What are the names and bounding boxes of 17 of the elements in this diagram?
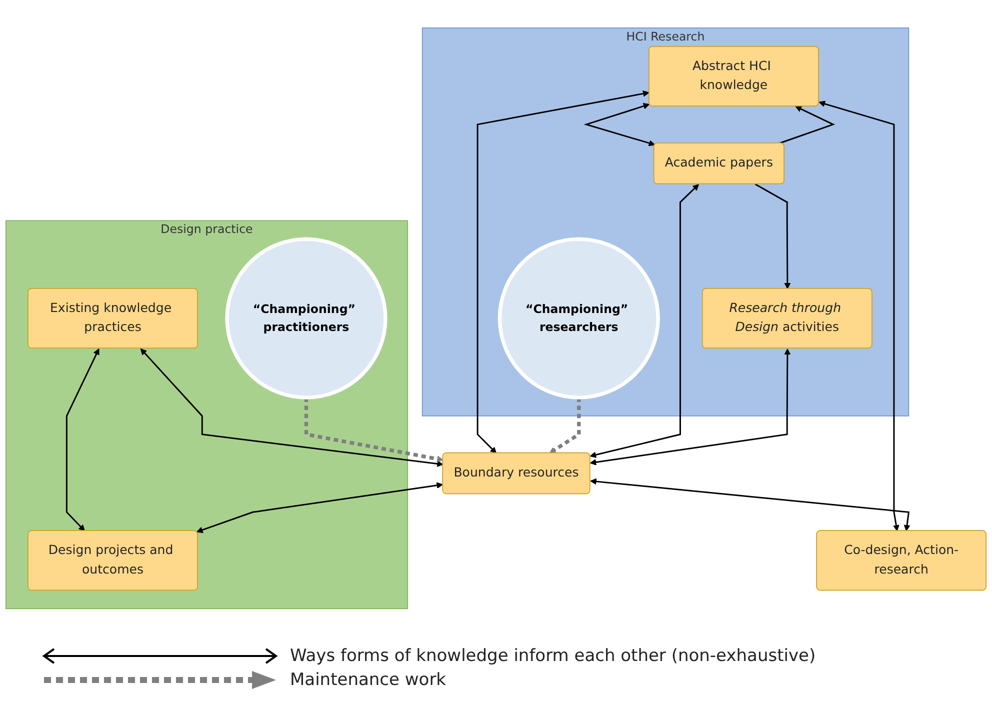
arrow bbox=[590, 348, 791, 466]
arrow bbox=[818, 100, 900, 531]
legend-text: Ways forms of knowledge inform each other (non-exhaustive) bbox=[290, 646, 816, 666]
arrow bbox=[590, 184, 700, 458]
arrow bbox=[549, 397, 581, 454]
arrow bbox=[196, 482, 444, 533]
node-circle: “Championing” practitioners bbox=[225, 236, 388, 400]
arrow bbox=[584, 102, 656, 146]
arrow bbox=[304, 397, 444, 462]
arrow bbox=[140, 348, 444, 467]
arrow bbox=[754, 183, 791, 289]
arrow bbox=[779, 106, 836, 144]
arrow bbox=[476, 90, 650, 454]
legend-text: Maintenance work bbox=[290, 670, 446, 690]
arrow bbox=[590, 478, 910, 531]
arrow bbox=[66, 348, 100, 531]
node-circle: “Championing” researchers bbox=[498, 236, 660, 400]
